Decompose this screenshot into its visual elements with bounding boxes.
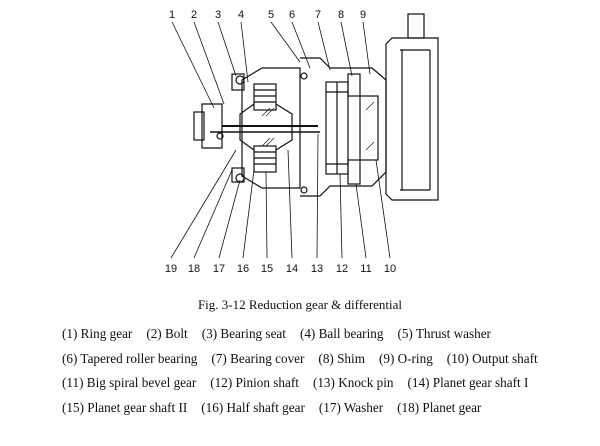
part-number-label: 2: [191, 9, 197, 21]
housing-top-boss: [407, 13, 425, 39]
planet-gear-top: [253, 83, 277, 111]
part-number-label: 7: [315, 9, 321, 21]
legend-item: (2) Bolt: [146, 326, 188, 341]
legend-item: (9) O-ring: [378, 350, 433, 366]
legend-item: (13) Knock pin: [312, 375, 394, 390]
legend-row: (15) Planet gear shaft II (16) Half shaft…: [62, 396, 552, 421]
legend-item: (1) Ring gear: [62, 326, 133, 341]
top-part-numbers: 1 2 3 4 5 6 7 8 9: [169, 9, 366, 21]
legend-item: (17) Washer: [318, 399, 384, 415]
part-number-label: 1: [169, 9, 175, 21]
part-number-label: 12: [336, 263, 348, 275]
differential-case: [241, 67, 301, 189]
gear-case: [300, 57, 387, 197]
legend-item: (16) Half shaft gear: [201, 399, 305, 415]
part-number-label: 15: [261, 263, 273, 275]
legend-item: (8) Shim: [318, 350, 365, 366]
planet-gear-bottom: [253, 145, 277, 173]
legend-item: (7) Bearing cover: [211, 350, 305, 366]
legend-item: (3) Bearing seat: [201, 326, 286, 341]
part-number-label: 9: [360, 9, 366, 21]
part-number-label: 8: [338, 9, 344, 21]
legend-item: (12) Pinion shaft: [210, 375, 299, 390]
part-number-label: 14: [286, 263, 298, 275]
part-number-label: 4: [238, 9, 244, 21]
part-number-label: 13: [311, 263, 323, 275]
part-number-label: 17: [213, 263, 225, 275]
legend-item: (11) Big spiral bevel gear: [62, 375, 197, 390]
legend-item: (6) Tapered roller bearing: [62, 350, 198, 366]
legend-item: (5) Thrust washer: [397, 326, 491, 341]
legend-row: (1) Ring gear (2) Bolt (3) Bearing seat (4)…: [62, 322, 552, 347]
part-number-label: 6: [289, 9, 295, 21]
legend-row: (11) Big spiral bevel gear (12) Pinion sh…: [62, 371, 552, 396]
legend-item: (15) Planet gear shaft II: [62, 399, 188, 415]
legend-item: (18) Planet gear: [397, 399, 482, 415]
figure-caption: Fig. 3-12 Reduction gear & differential: [197, 297, 403, 312]
part-number-label: 16: [237, 263, 249, 275]
part-number-label: 3: [215, 9, 221, 21]
parts-legend: (1) Ring gear (2) Bolt (3) Bearing seat (4)…: [62, 322, 552, 420]
part-number-label: 5: [268, 9, 274, 21]
legend-item: (14) Planet gear shaft I: [407, 375, 529, 390]
ring-gear-hub: [201, 103, 223, 149]
part-number-label: 19: [165, 263, 177, 275]
legend-item: (10) Output shaft: [446, 350, 538, 366]
legend-item: (4) Ball bearing: [299, 326, 384, 341]
right-housing: [385, 37, 439, 201]
part-number-label: 11: [360, 263, 371, 275]
legend-row: (6) Tapered roller bearing (7) Bearing co…: [62, 347, 552, 372]
part-number-label: 10: [384, 263, 396, 275]
part-number-label: 18: [188, 263, 200, 275]
bottom-part-numbers: 19 18 17 16 15 14 13 12 11 10: [165, 263, 396, 275]
